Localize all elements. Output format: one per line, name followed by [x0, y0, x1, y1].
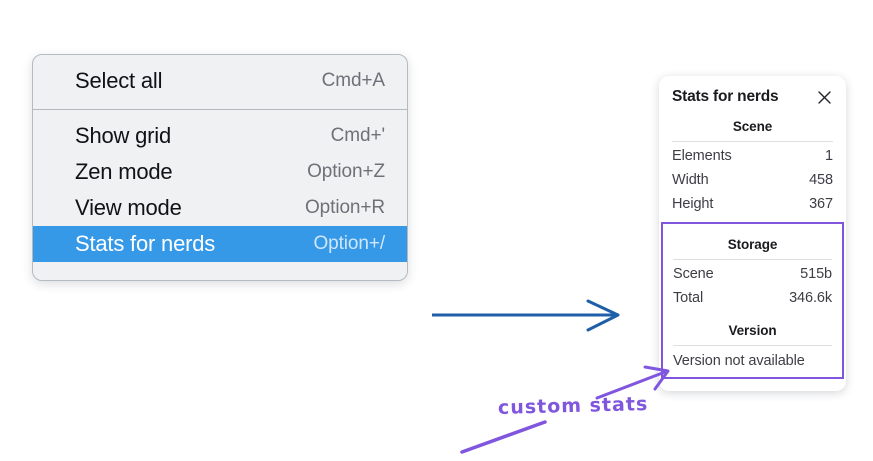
storage-section: Storage Scene 515b Total 346.6k: [673, 224, 832, 310]
callout-label: custom stats: [497, 393, 649, 419]
stat-label: Height: [672, 196, 714, 212]
menu-item-label: Show grid: [75, 123, 172, 148]
stat-value: 515b: [800, 266, 832, 282]
stat-label: Scene: [673, 266, 714, 282]
context-menu[interactable]: Select all Cmd+A Show grid Cmd+' Zen mod…: [32, 54, 408, 281]
storage-section-heading: Storage: [727, 237, 778, 252]
divider: [673, 259, 832, 260]
menu-item-label: Select all: [75, 68, 163, 93]
menu-item-shortcut: Option+Z: [307, 161, 385, 182]
stat-row: Width 458: [672, 168, 833, 192]
menu-item-label: Stats for nerds: [75, 231, 216, 256]
version-section-heading: Version: [728, 323, 777, 338]
divider: [673, 345, 832, 346]
menu-item-shortcut: Cmd+': [330, 125, 385, 146]
menu-item-shortcut: Cmd+A: [321, 70, 385, 91]
stat-label: Total: [673, 290, 704, 306]
menu-item-select-all[interactable]: Select all Cmd+A: [33, 63, 407, 99]
menu-item-shortcut: Option+/: [313, 233, 385, 254]
context-menu-group-1: Select all Cmd+A: [33, 55, 407, 110]
menu-item-label: View mode: [75, 195, 182, 220]
stat-value: 1: [825, 148, 833, 164]
stats-for-nerds-panel: Stats for nerds Scene Elements 1 Width 4…: [659, 76, 846, 391]
stat-row: Height 367: [672, 192, 833, 216]
callout-underline: [460, 420, 547, 454]
menu-item-stats-for-nerds[interactable]: Stats for nerds Option+/: [33, 226, 407, 262]
version-value: Version not available: [673, 353, 805, 369]
stat-value: 346.6k: [789, 290, 832, 306]
divider: [672, 141, 833, 142]
version-section: Version Version not available: [673, 310, 832, 371]
scene-section-heading: Scene: [732, 119, 773, 134]
scene-section: Scene Elements 1 Width 458 Height 367: [659, 106, 846, 216]
panel-title: Stats for nerds: [672, 88, 779, 105]
stat-row: Total 346.6k: [673, 286, 832, 310]
menu-item-show-grid[interactable]: Show grid Cmd+': [33, 118, 407, 154]
stat-value: 367: [809, 196, 833, 212]
stat-row: Elements 1: [672, 144, 833, 168]
flow-arrow-icon: [432, 299, 620, 332]
custom-stats-highlight-box: Storage Scene 515b Total 346.6k Version …: [661, 222, 844, 379]
menu-item-shortcut: Option+R: [305, 197, 385, 218]
menu-item-zen-mode[interactable]: Zen mode Option+Z: [33, 154, 407, 190]
panel-header: Stats for nerds: [659, 86, 846, 106]
stat-label: Width: [672, 172, 709, 188]
menu-item-view-mode[interactable]: View mode Option+R: [33, 190, 407, 226]
menu-item-label: Zen mode: [75, 159, 173, 184]
stat-value: 458: [809, 172, 833, 188]
stat-row: Scene 515b: [673, 262, 832, 286]
context-menu-group-2: Show grid Cmd+' Zen mode Option+Z View m…: [33, 110, 407, 280]
close-icon[interactable]: [816, 89, 833, 106]
stat-label: Elements: [672, 148, 732, 164]
